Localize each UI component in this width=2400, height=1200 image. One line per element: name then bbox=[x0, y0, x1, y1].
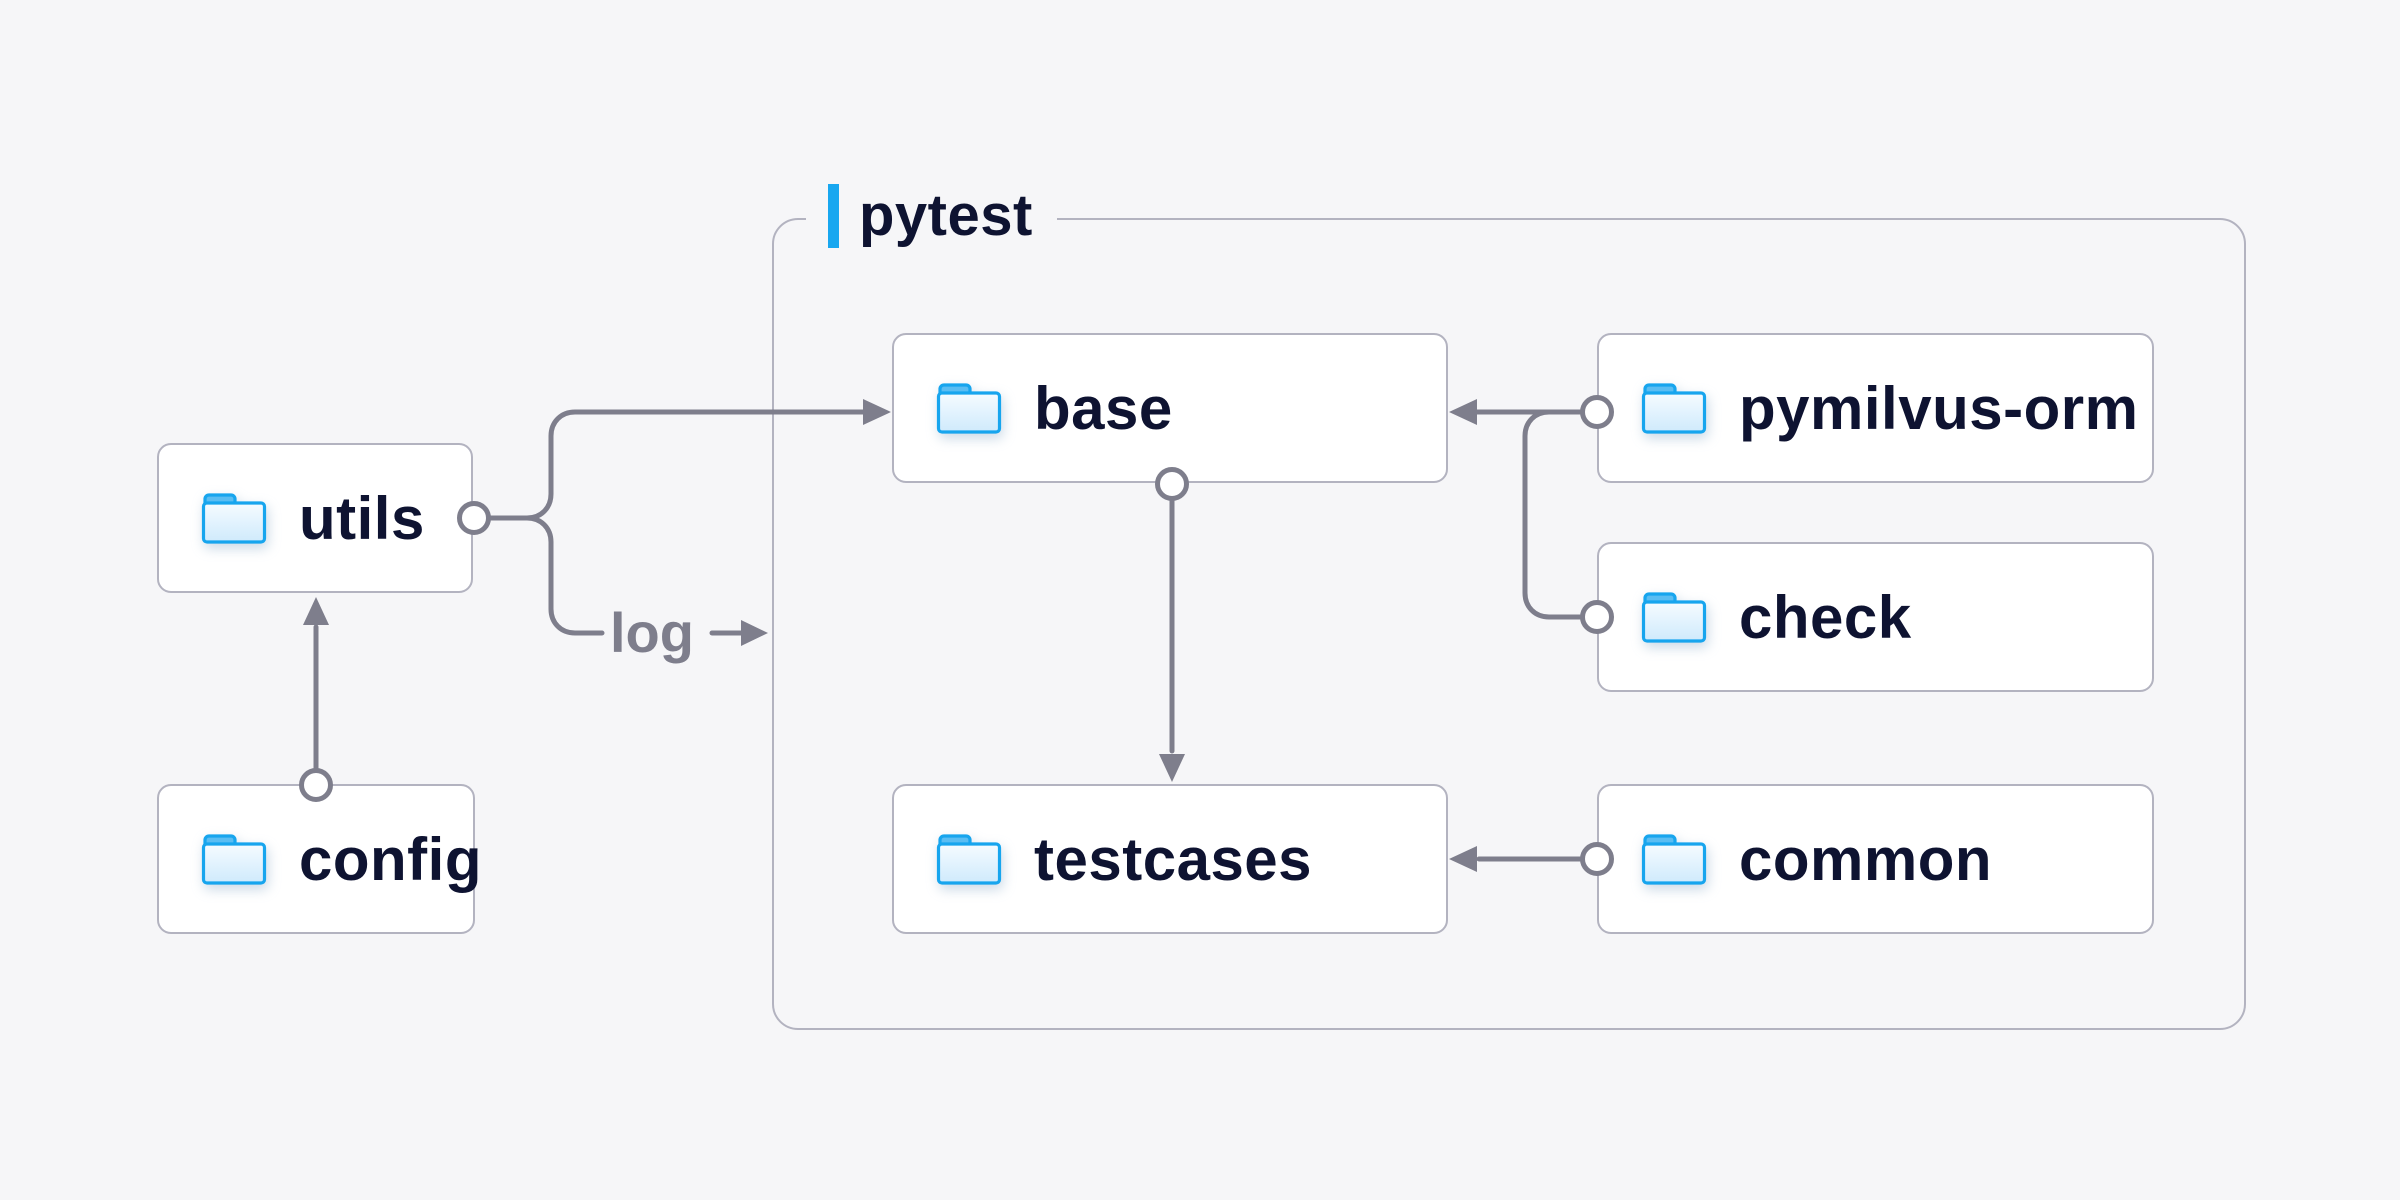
node-common: common bbox=[1597, 784, 2154, 934]
node-utils: utils bbox=[157, 443, 473, 593]
folder-icon bbox=[201, 493, 267, 544]
folder-icon bbox=[936, 383, 1002, 434]
node-label: pymilvus-orm bbox=[1739, 374, 2139, 442]
folder-icon bbox=[1641, 592, 1707, 643]
node-label: testcases bbox=[1034, 825, 1313, 893]
folder-icon bbox=[1641, 383, 1707, 434]
accent-bar-icon bbox=[828, 184, 839, 248]
node-check: check bbox=[1597, 542, 2154, 692]
folder-icon bbox=[1641, 834, 1707, 885]
node-config: config bbox=[157, 784, 481, 934]
node-label: utils bbox=[299, 484, 425, 552]
node-label: check bbox=[1739, 583, 1912, 651]
node-base: base bbox=[892, 333, 1448, 483]
node-label: common bbox=[1739, 825, 1993, 893]
node-label: config bbox=[299, 825, 482, 893]
folder-icon bbox=[936, 834, 1002, 885]
node-pymilvus-orm: pymilvus-orm bbox=[1597, 333, 2154, 483]
edge-config-utils bbox=[299, 597, 333, 802]
pytest-group-label: pytest bbox=[806, 182, 1057, 250]
pytest-group bbox=[772, 218, 2246, 1030]
pytest-group-label-text: pytest bbox=[859, 183, 1033, 248]
node-label: base bbox=[1034, 374, 1173, 442]
folder-icon bbox=[201, 834, 267, 885]
edge-label-log: log bbox=[610, 601, 694, 664]
node-testcases: testcases bbox=[892, 784, 1448, 934]
